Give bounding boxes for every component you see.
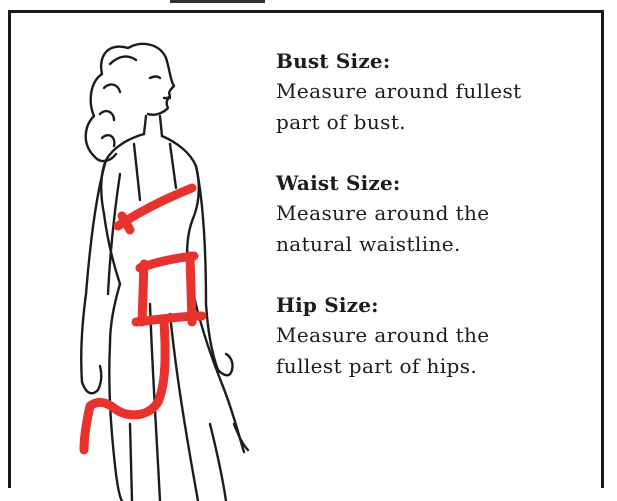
bust-description: Measure around fullest part of bust. <box>276 76 596 138</box>
woman-figure <box>81 44 248 501</box>
bust-section: Bust Size: Measure around fullest part o… <box>276 46 596 138</box>
top-edge-mark <box>170 0 265 3</box>
hip-section: Hip Size: Measure around the fullest par… <box>276 290 596 382</box>
waist-heading: Waist Size: <box>276 168 596 198</box>
waist-section: Waist Size: Measure around the natural w… <box>276 168 596 260</box>
instructions-column: Bust Size: Measure around fullest part o… <box>276 46 596 412</box>
hip-description: Measure around the fullest part of hips. <box>276 320 596 382</box>
measurement-lines <box>84 188 202 450</box>
figure-illustration <box>10 4 270 501</box>
hip-heading: Hip Size: <box>276 290 596 320</box>
waist-description: Measure around the natural waistline. <box>276 198 596 260</box>
bust-heading: Bust Size: <box>276 46 596 76</box>
